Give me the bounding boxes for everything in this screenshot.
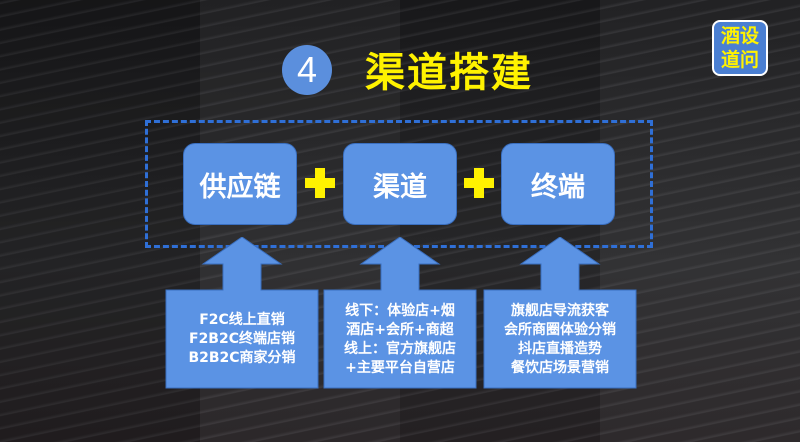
pillar-channel: 渠道 xyxy=(343,143,457,225)
up-arrow-callout-shape xyxy=(165,237,319,389)
plus-icon xyxy=(464,168,494,198)
callout-terminal: 旗舰店导流获客 会所商圈体验分销 抖店直播造势 餐饮店场景营销 xyxy=(483,237,637,389)
callout-line: 会所商圈体验分销 xyxy=(504,321,616,338)
logo-line-2: 道问 xyxy=(720,49,759,71)
callout-line: 线上：官方旗舰店 xyxy=(344,340,456,357)
up-arrow-callout-shape xyxy=(483,237,637,389)
callout-line: 抖店直播造势 xyxy=(518,340,602,357)
callout-text: 旗舰店导流获客 会所商圈体验分销 抖店直播造势 餐饮店场景营销 xyxy=(483,290,637,389)
callout-supply-chain: F2C线上直销 F2B2C终端店销 B2B2C商家分销 xyxy=(165,237,319,389)
pillar-terminal: 终端 xyxy=(501,143,615,225)
callout-line: 酒店+会所+商超 xyxy=(346,321,454,338)
callout-text: F2C线上直销 F2B2C终端店销 B2B2C商家分销 xyxy=(165,290,319,389)
logo-line-1: 酒设 xyxy=(720,25,759,47)
callout-line: 旗舰店导流获客 xyxy=(511,302,609,319)
step-number-badge: 4 xyxy=(282,45,332,95)
up-arrow-callout-shape xyxy=(323,237,477,389)
callout-line: 餐饮店场景营销 xyxy=(511,359,609,376)
callout-line: 线下：体验店+烟 xyxy=(345,302,455,319)
plus-icon xyxy=(305,168,335,198)
pillar-supply-chain: 供应链 xyxy=(183,143,297,225)
callout-line: F2B2C终端店销 xyxy=(189,331,295,347)
slide-title: 渠道搭建 xyxy=(365,50,533,96)
callout-text: 线下：体验店+烟 酒店+会所+商超 线上：官方旗舰店 +主要平台自营店 xyxy=(323,290,477,389)
callout-line: B2B2C商家分销 xyxy=(188,350,296,366)
callout-line: F2C线上直销 xyxy=(199,312,285,328)
callout-line: +主要平台自营店 xyxy=(345,359,455,376)
brand-logo: 酒设 道问 xyxy=(712,20,768,76)
callout-channel: 线下：体验店+烟 酒店+会所+商超 线上：官方旗舰店 +主要平台自营店 xyxy=(323,237,477,389)
